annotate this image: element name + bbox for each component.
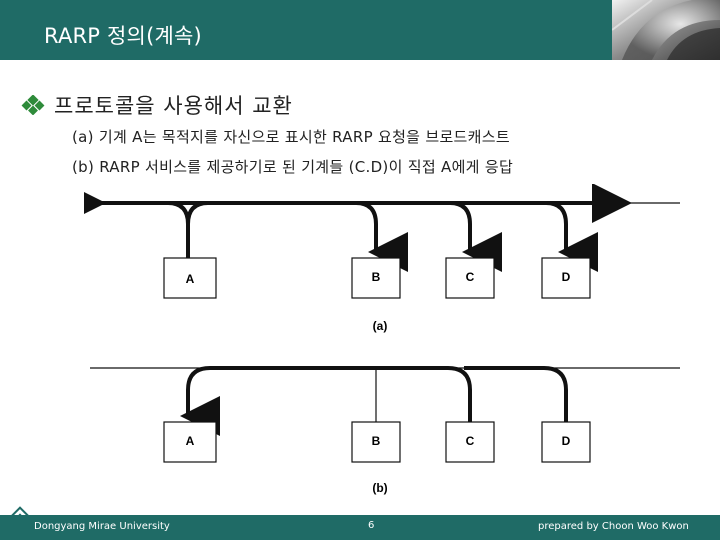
panel-a-label-b: B	[372, 270, 381, 284]
panel-b-reply-from-d	[464, 366, 568, 422]
panel-b-label-b: B	[372, 434, 381, 448]
panel-a-box-c	[445, 257, 495, 299]
header-bar: RARP 정의(계속)	[0, 0, 720, 60]
panel-b-label-d: D	[562, 434, 571, 448]
bullet-heading: 프로토콜을 사용해서 교환	[54, 94, 293, 118]
footer-bar: Dongyang Mirae University 6 prepared by …	[0, 515, 720, 540]
panel-a-arrow-to-c	[449, 201, 502, 272]
slide-title: RARP 정의(계속)	[44, 24, 202, 48]
panel-b-box-d	[541, 421, 591, 463]
panel-b: A B C D (b)	[90, 366, 680, 495]
panel-b-caption: (b)	[372, 481, 387, 495]
description-line-b: (b) RARP 서비스를 제공하기로 된 기계들 (C.D)이 직접 A에게 …	[72, 158, 514, 176]
panel-b-box-c	[445, 421, 495, 463]
panel-b-label-a: A	[186, 434, 195, 448]
panel-b-label-c: C	[466, 434, 475, 448]
panel-a-box-d	[541, 257, 591, 299]
panel-a-caption: (a)	[373, 319, 388, 333]
panel-a-box-a	[163, 257, 217, 299]
panel-b-reply-from-c	[180, 366, 472, 436]
panel-a-label-d: D	[562, 270, 571, 284]
panel-a-arrow-from-a	[186, 201, 209, 258]
description-line-a: (a) 기계 A는 목적지를 자신으로 표시한 RARP 요청을 브로드캐스트	[72, 128, 510, 146]
page-number: 6	[368, 520, 375, 531]
footer-university: Dongyang Mirae University	[34, 521, 170, 532]
panel-b-box-a	[163, 421, 217, 463]
rarp-figure: A B C D (a) A B C D (b)	[66, 183, 684, 504]
logo-image	[612, 0, 720, 60]
panel-a: A B C D (a)	[66, 183, 680, 333]
panel-a-box-b	[351, 257, 401, 299]
diamond-bullet-icon	[21, 95, 45, 115]
panel-b-box-b	[351, 421, 401, 463]
bullet-row: 프로토콜을 사용해서 교환	[20, 90, 293, 120]
panel-a-label-c: C	[466, 270, 475, 284]
footer-author: prepared by Choon Woo Kwon	[538, 521, 689, 532]
panel-a-arrow-to-b	[355, 201, 408, 272]
panel-a-arrow-to-d	[545, 201, 598, 272]
panel-a-label-a: A	[186, 272, 195, 286]
